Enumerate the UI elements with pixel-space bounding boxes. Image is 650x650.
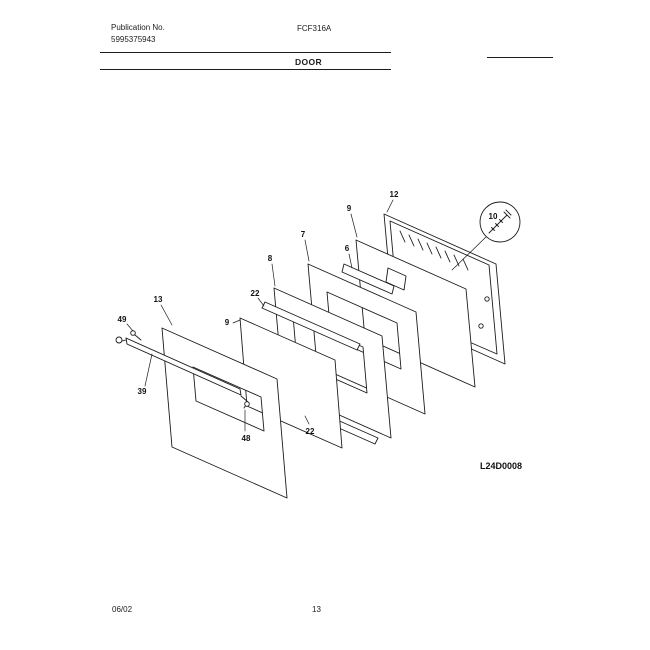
callout-9-back: 9 — [347, 204, 352, 213]
publication-number: 5995375943 — [111, 35, 156, 44]
handle-bar — [125, 337, 242, 396]
bracket-outline — [341, 263, 395, 295]
screw-head — [130, 330, 136, 336]
header-rule-bottom — [100, 69, 391, 70]
screw-shaft — [134, 334, 142, 341]
footer-date: 06/02 — [112, 605, 133, 614]
door-handle — [115, 336, 242, 396]
handle-end-cap — [115, 336, 123, 344]
leader-7 — [304, 239, 310, 262]
glass-support-bracket — [341, 263, 395, 295]
glass-spacer-top — [261, 301, 361, 351]
detail-leader-line — [451, 236, 487, 271]
callout-labels: 49 13 39 48 9 22 8 7 6 9 12 10 22 — [118, 190, 498, 443]
callout-49: 49 — [118, 315, 127, 324]
screw-head — [484, 296, 490, 302]
screw-head — [244, 401, 250, 407]
screw-shaft — [488, 214, 508, 234]
leader-49 — [126, 323, 134, 332]
header-rule-top — [100, 52, 391, 53]
screw-head — [478, 323, 484, 329]
footer-page-number: 13 — [312, 605, 321, 614]
leader-8 — [271, 263, 276, 287]
leader-13 — [160, 304, 173, 326]
callout-8: 8 — [268, 254, 273, 263]
leader-6 — [348, 253, 353, 269]
diagram-code: L24D0008 — [480, 461, 522, 471]
leader-22-top — [257, 297, 265, 307]
header-rule-right — [487, 57, 553, 58]
callout-13: 13 — [154, 295, 163, 304]
callout-10: 10 — [489, 212, 498, 221]
vent-slots — [399, 230, 469, 271]
callout-22-top: 22 — [251, 289, 260, 298]
model-number: FCF316A — [297, 24, 332, 33]
callout-39: 39 — [138, 387, 147, 396]
publication-label: Publication No. — [111, 23, 165, 32]
callout-12: 12 — [390, 190, 399, 199]
spacer-outline — [261, 301, 361, 351]
handle-screw-top — [130, 330, 142, 341]
handle-screw-bottom — [240, 395, 250, 409]
leader-39 — [144, 353, 153, 387]
panel-detail — [385, 267, 407, 291]
leader-9-front — [232, 319, 241, 324]
screw-head-lines — [503, 209, 512, 219]
callout-leader-lines — [126, 199, 394, 432]
screw-detail-circle — [451, 201, 521, 271]
leader-12 — [386, 199, 394, 213]
section-title: DOOR — [295, 57, 323, 67]
callout-22-bottom: 22 — [306, 427, 315, 436]
callout-7: 7 — [301, 230, 306, 239]
screw-threads — [491, 219, 503, 231]
callout-6: 6 — [345, 244, 350, 253]
callout-9-front: 9 — [225, 318, 230, 327]
handle-end-link — [121, 339, 127, 342]
leader-9-back — [350, 213, 358, 238]
callout-48: 48 — [242, 434, 251, 443]
leader-22-bottom — [304, 415, 310, 425]
